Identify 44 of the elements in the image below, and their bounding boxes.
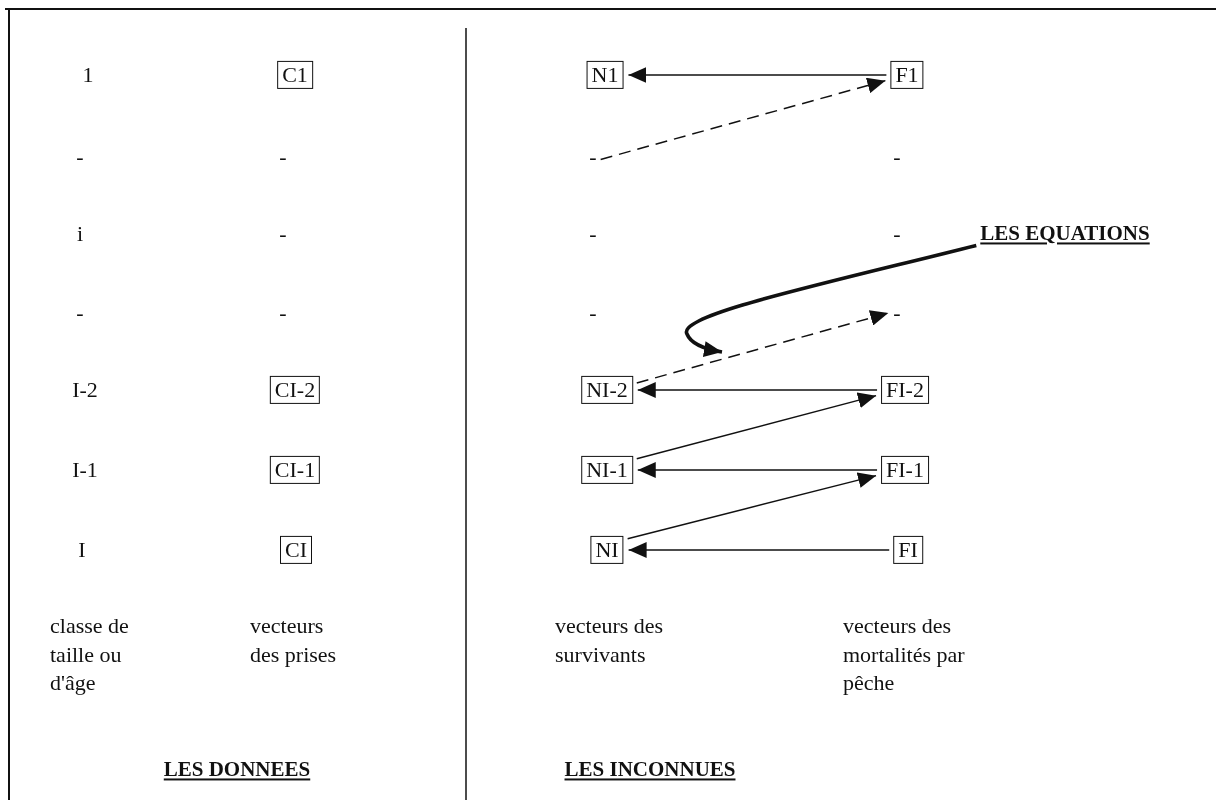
variable-box: NI-1: [581, 455, 633, 485]
arrow: [637, 462, 878, 478]
arrow: [636, 392, 877, 460]
variable-box: C1: [277, 60, 313, 90]
row-label: -: [279, 144, 287, 170]
caption-text: vecteurs des mortalités par pêche: [843, 612, 966, 698]
caption-text: classe de taille ou d'âge: [50, 612, 130, 698]
variable-box: FI-2: [881, 375, 929, 405]
row-label: I-2: [72, 377, 98, 403]
arrow: [685, 243, 977, 357]
arrow: [637, 382, 878, 398]
variable-box: N1: [586, 60, 624, 90]
arrow: [627, 542, 890, 558]
arrow: [626, 472, 877, 540]
caption-text: vecteurs des survivants: [555, 612, 665, 669]
variable-box: CI-2: [269, 375, 321, 405]
dash-text: -: [893, 300, 901, 326]
variable-box: F1: [890, 60, 924, 90]
row-label: -: [589, 221, 597, 247]
row-label: -: [589, 300, 597, 326]
arrow: [627, 67, 888, 83]
section-heading: LES DONNEES: [163, 758, 311, 782]
row-label: -: [76, 300, 84, 326]
row-label: I-1: [72, 457, 98, 483]
row-label: -: [279, 300, 287, 326]
row-label: -: [76, 144, 84, 170]
variable-box: CI: [280, 535, 312, 565]
variable-box: NI-2: [581, 375, 633, 405]
section-heading: LES INCONNUES: [564, 758, 736, 782]
row-label: i: [76, 221, 84, 247]
variable-box: FI: [893, 535, 923, 565]
variable-box: NI: [590, 535, 624, 565]
row-label: -: [279, 221, 287, 247]
arrow: [599, 77, 887, 161]
variable-box: FI-1: [881, 455, 929, 485]
row-label: I: [78, 537, 86, 563]
row-label: -: [893, 144, 901, 170]
dash-text: -: [589, 144, 597, 170]
arrow: [636, 310, 890, 384]
row-label: -: [893, 221, 901, 247]
variable-box: CI-1: [269, 455, 321, 485]
caption-text: vecteurs des prises: [250, 612, 338, 669]
heading-text: LES EQUATIONS: [980, 222, 1150, 246]
row-label: 1: [82, 62, 94, 88]
